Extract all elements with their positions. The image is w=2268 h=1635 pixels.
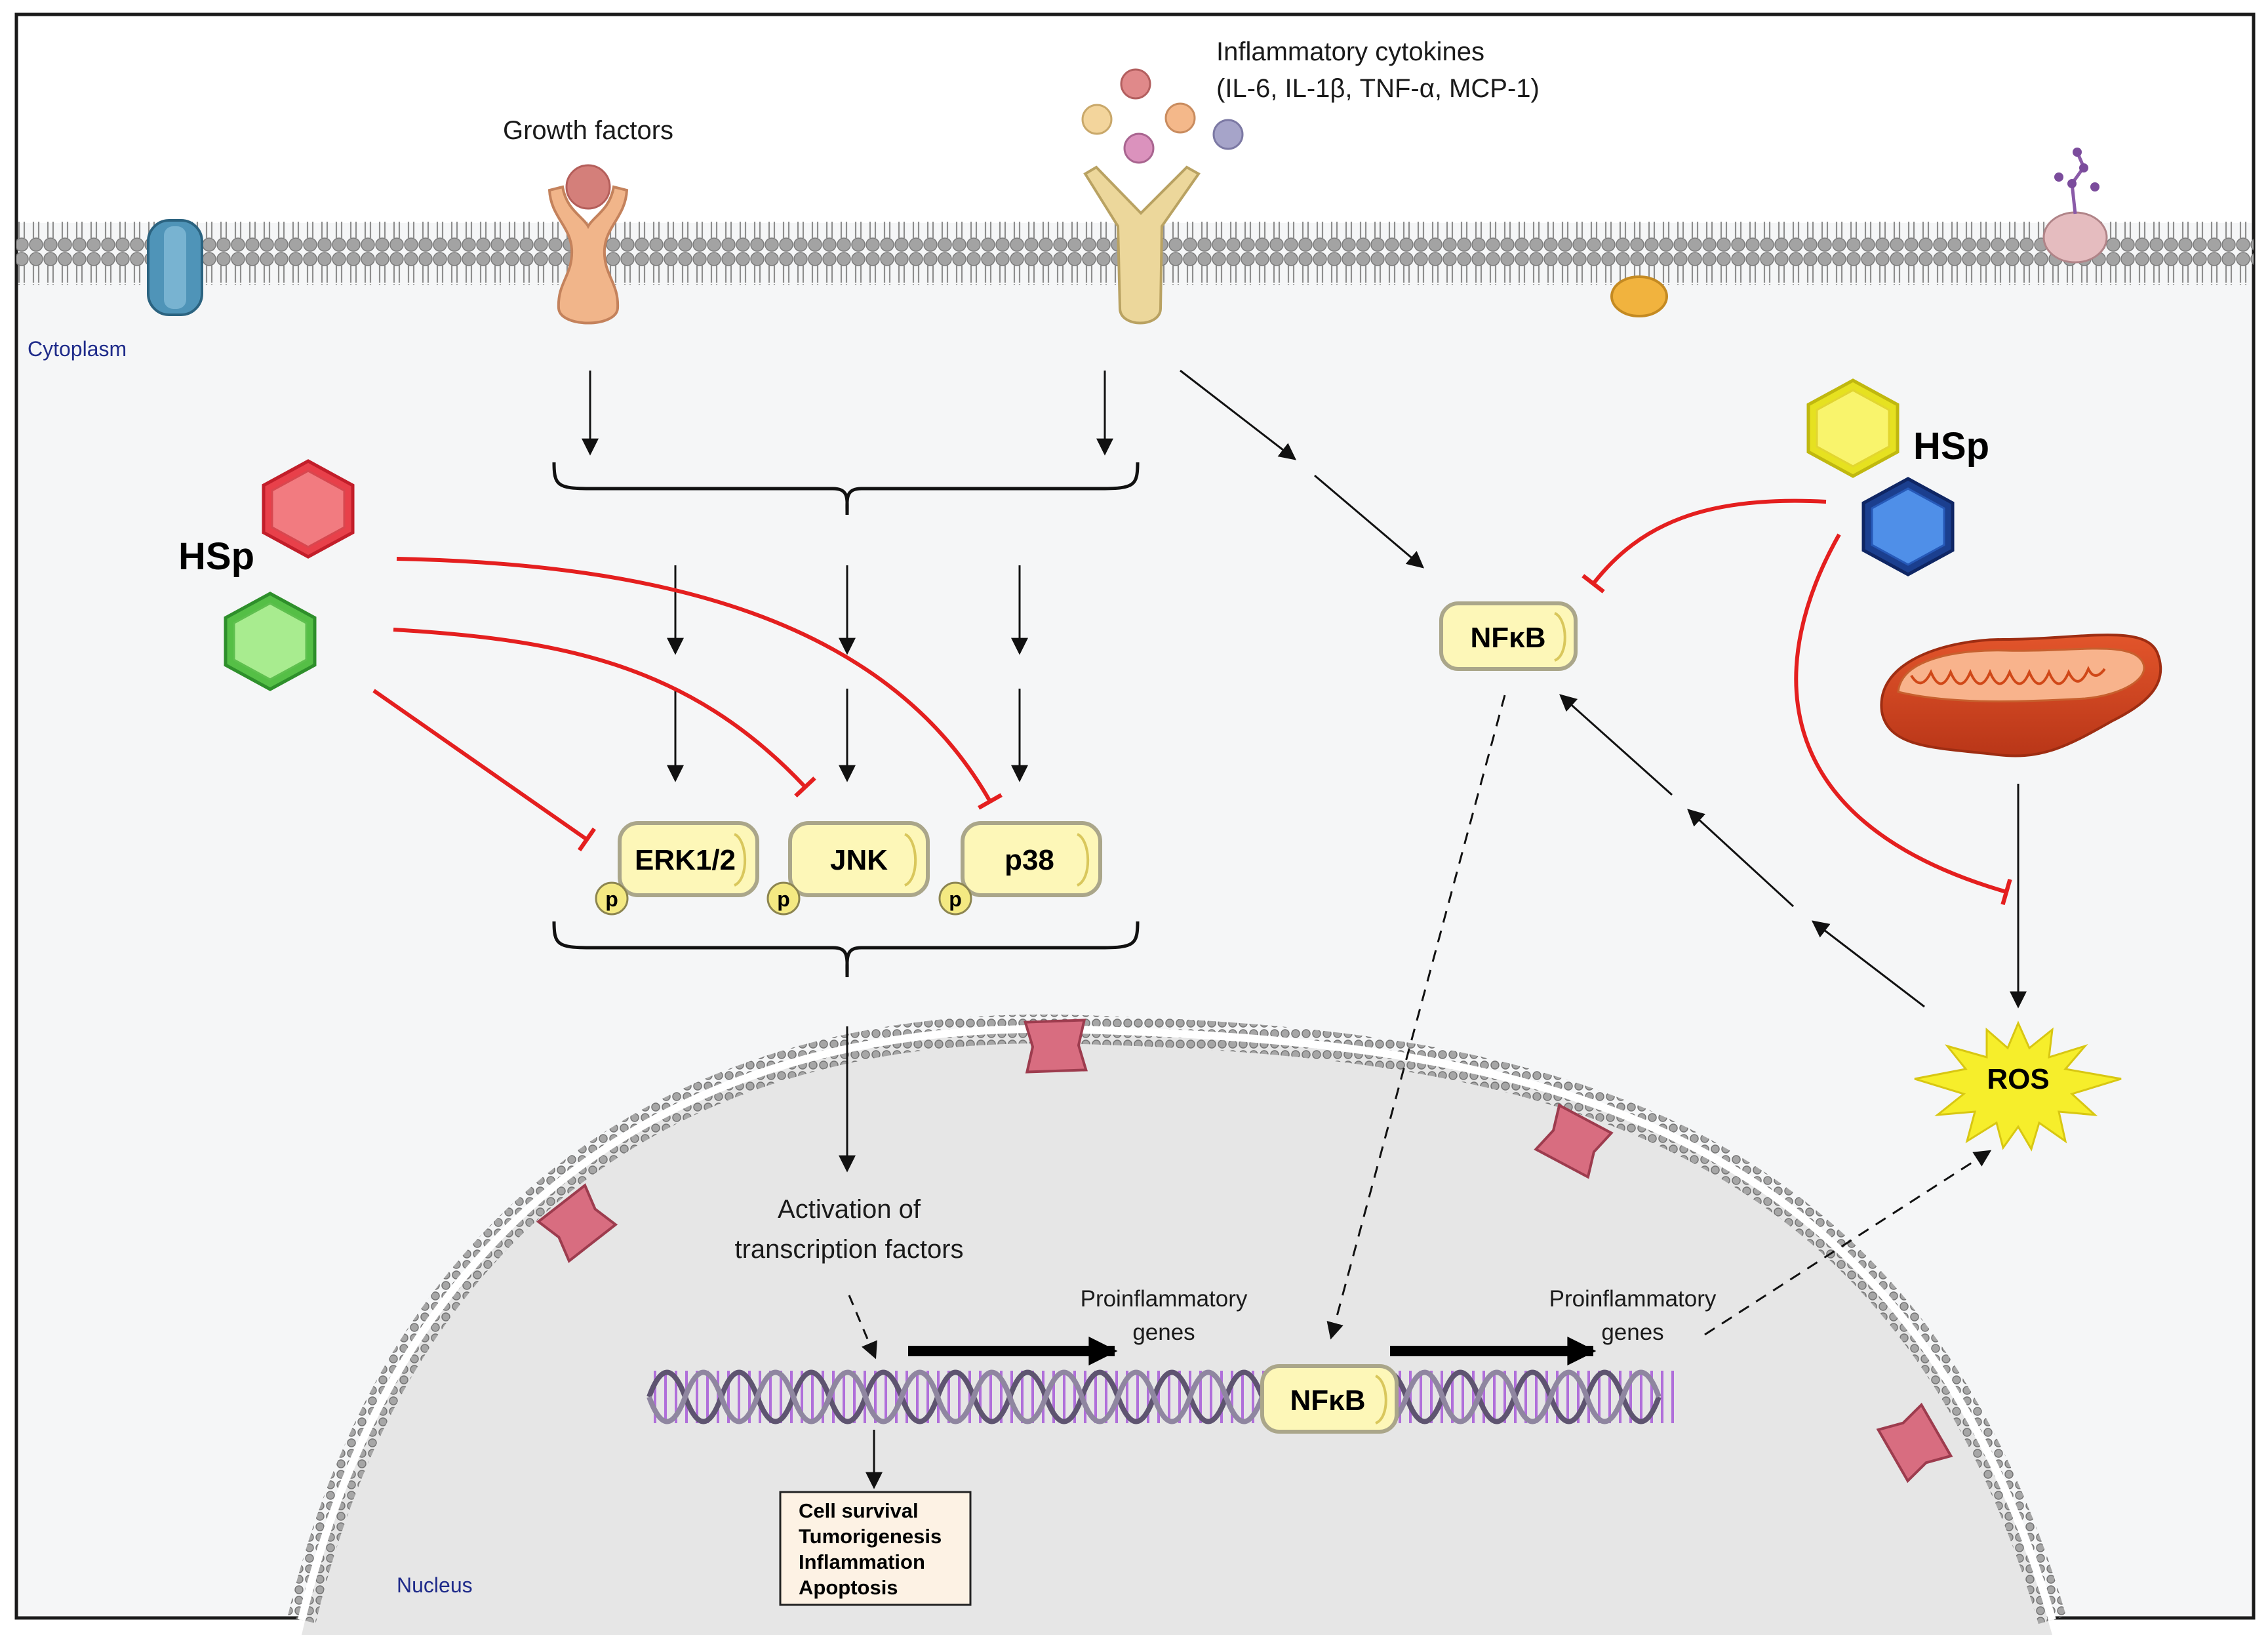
outcome-item: Tumorigenesis	[799, 1525, 942, 1548]
hsp-yellow-hexagon-icon	[1806, 378, 1900, 478]
arrow-ros-to-nfkb-3	[1559, 694, 1673, 796]
svg-text:p: p	[605, 887, 618, 911]
hsp-left-label: HSp	[178, 535, 254, 578]
dna-strand	[647, 1369, 1675, 1424]
arrow-cytokine-to-nfkb-lower	[1314, 474, 1424, 569]
ros-label: ROS	[1987, 1063, 2049, 1095]
nfkb-cytoplasm-label: NFκB	[1471, 622, 1546, 654]
membrane-protein-icon	[1610, 275, 1668, 317]
inhibition-hsp-to-erk	[372, 689, 597, 852]
nuclear-pore	[1024, 1019, 1088, 1074]
proinflammatory-genes-label-left-line1: Proinflammatory	[1081, 1286, 1248, 1312]
proinflammatory-genes-label-right-line1: Proinflammatory	[1549, 1286, 1717, 1312]
arrow-genes-to-ros	[1704, 1150, 1992, 1336]
nuclear-pore	[1534, 1103, 1614, 1179]
arrow-cytokine-to-nfkb-upper	[1180, 369, 1297, 460]
nuclear-pore	[1876, 1402, 1953, 1484]
growth-factor-receptor	[547, 185, 629, 325]
nuclear-pore	[536, 1183, 618, 1263]
phospho-badge-jnk: p	[766, 881, 801, 916]
arrow-ros-to-nfkb-2	[1687, 809, 1795, 908]
arrow-ros-to-nfkb-1	[1811, 920, 1925, 1008]
nuclear-envelope-gap	[298, 1024, 2056, 1621]
nfkb-nucleus-label: NFκB	[1290, 1384, 1366, 1417]
cytoplasm-label: Cytoplasm	[28, 337, 127, 361]
hsp-red-hexagon-icon	[262, 459, 355, 559]
outcomes-box: Cell survival Tumorigenesis Inflammation…	[779, 1491, 972, 1606]
erk-label: ERK1/2	[635, 844, 736, 876]
hsp-right-label: HSp	[1913, 425, 1989, 468]
phospho-badge-erk: p	[595, 881, 629, 916]
phospho-badge-p38: p	[938, 881, 972, 916]
outcome-item: Inflammation	[799, 1550, 925, 1573]
hsp-green-hexagon-icon	[224, 592, 317, 691]
nucleus-interior	[302, 1028, 2052, 1635]
outcome-item: Apoptosis	[799, 1576, 898, 1599]
inhibition-hsp-to-jnk	[393, 628, 816, 798]
outcome-item: Cell survival	[799, 1499, 919, 1522]
nucleus	[287, 1014, 2067, 1635]
upper-brace	[552, 462, 1140, 515]
cytokine-receptor	[1083, 165, 1201, 325]
inhibition-hsp-to-nfkb	[1582, 498, 1827, 594]
nfkb-nucleus-node: NFκB	[1260, 1364, 1399, 1434]
cytokine-molecules-icon	[1081, 68, 1244, 164]
arrow-nfkb-translocation	[1326, 695, 1506, 1340]
jnk-node: JNK	[788, 821, 930, 897]
erk-node: ERK1/2	[618, 821, 759, 897]
activation-label-line1: Activation of	[778, 1195, 921, 1224]
lower-brace	[552, 921, 1140, 978]
growth-factor-ligand-icon	[565, 164, 611, 210]
hsp-blue-hexagon-icon	[1861, 477, 1955, 576]
jnk-label: JNK	[830, 844, 888, 876]
p38-node: p38	[961, 821, 1102, 897]
proinflammatory-genes-label-left-line2: genes	[1132, 1320, 1195, 1345]
p38-label: p38	[1005, 844, 1054, 876]
arrow-tf-to-dna	[848, 1295, 877, 1360]
inhibition-hsp-to-ros	[1794, 533, 2012, 906]
svg-text:p: p	[777, 887, 790, 911]
cytokines-label-line1: Inflammatory cytokines	[1216, 37, 1484, 66]
inhibition-hsp-to-p38	[396, 557, 1003, 810]
svg-text:p: p	[949, 887, 962, 911]
membrane-channel-icon	[147, 219, 203, 316]
nfkb-cytoplasm-node: NFκB	[1439, 601, 1578, 671]
ros-burst: ROS	[1914, 1020, 2122, 1152]
cytokines-label-line2: (IL-6, IL-1β, TNF-α, MCP-1)	[1216, 74, 1540, 103]
extracellular-space	[18, 16, 2252, 223]
glycoprotein-icon	[2042, 148, 2108, 264]
nucleus-label: Nucleus	[397, 1573, 473, 1597]
proinflammatory-genes-label-right-line2: genes	[1601, 1320, 1663, 1345]
activation-label-line2: transcription factors	[734, 1235, 963, 1264]
growth-factors-label: Growth factors	[503, 116, 673, 145]
mitochondrion-icon	[1880, 634, 2162, 757]
